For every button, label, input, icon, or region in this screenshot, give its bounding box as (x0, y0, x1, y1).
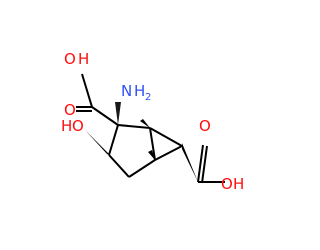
wedge-bond-c6-cooh (182, 143, 198, 182)
bond-c4-c5 (149, 127, 156, 161)
atom-o-label: O (221, 175, 233, 193)
wedge-bond-c2-oh (85, 130, 111, 156)
molecule-canvas: O H N H 2 O H O O O H (61, 50, 244, 193)
atom-amino: N H 2 (121, 82, 151, 103)
bond-cooh-oh (81, 73, 93, 108)
atom-o-label: O (64, 101, 76, 119)
atom-h-label: H (233, 175, 244, 193)
carboxyl-left (76, 73, 119, 126)
bond-c1-c2 (108, 124, 119, 156)
atom-oh-right: O H (221, 175, 244, 193)
atom-nh-subscript: 2 (145, 92, 151, 103)
bond-c5-c1 (117, 124, 151, 129)
atom-n-label: N (121, 82, 132, 100)
ring-bonds (108, 124, 183, 178)
bond-c3-c4 (128, 159, 156, 178)
atom-o-label: O (64, 50, 76, 68)
atom-oh-ring: H O (61, 117, 84, 135)
atom-o-label: O (199, 117, 211, 135)
carboxyl-right (182, 143, 225, 184)
bond-c4-c6 (154, 145, 183, 161)
bond-c5-c6 (149, 127, 183, 147)
atom-oh-top-left: O H (64, 50, 89, 68)
atom-o-label: O (72, 117, 84, 135)
structure-drawing: O H N H 2 O H O O O H (61, 50, 244, 193)
atom-h-label: H (61, 117, 72, 135)
wedge-bond-c5-h (140, 119, 150, 128)
atom-o-carbonyl-right: O (199, 117, 211, 135)
hashed-wedge-c1-nh2 (115, 102, 121, 125)
bond-c1-cooh-carbon (91, 106, 119, 126)
bond-right-double-b (201, 145, 208, 184)
bond-right-double-a (197, 144, 204, 183)
wedge-bond-c4-h (148, 150, 155, 160)
atom-h-label: H (78, 50, 89, 68)
atom-nh-h-label: H (134, 82, 145, 100)
bond-c2-c3 (108, 154, 130, 178)
atom-o-carbonyl-left: O (64, 101, 76, 119)
